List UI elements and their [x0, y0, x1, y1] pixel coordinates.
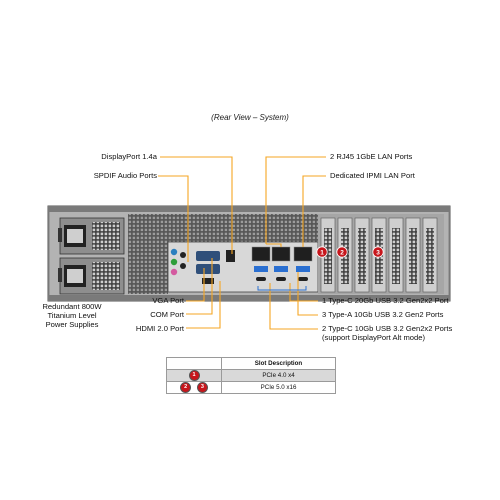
leader-rj45-b [266, 243, 282, 247]
leader-usbc10 [269, 283, 318, 330]
slot-table-badges: 1 [166, 369, 222, 382]
leader-spdif [158, 175, 189, 262]
slot-badge: 2 [180, 382, 192, 393]
table-row: 2 3 PCIe 5.0 x16 [166, 381, 336, 394]
slot-table-description: PCIe 5.0 x16 [221, 381, 336, 394]
leader-lines [158, 156, 326, 330]
leader-rj45 [265, 156, 326, 244]
spdif-port-2 [180, 263, 186, 269]
label-psu: Redundant 800W Titanium Level Power Supp… [42, 302, 102, 329]
label-usbc20: 1 Type-C 20Gb USB 3.2 Gen2x2 Port [322, 296, 449, 305]
slot-callout-3-text: 3 [376, 249, 380, 256]
label-vga: VGA Port [152, 296, 184, 305]
usb-bracket [257, 286, 307, 291]
slot-table-badges: 2 3 [166, 381, 222, 394]
hdmi-port [202, 278, 214, 284]
slot-table-header: Slot Description [221, 357, 336, 370]
io-shield [167, 241, 319, 293]
usb-c-20g-port [256, 277, 266, 281]
label-com: COM Port [150, 310, 184, 319]
slot-callout-1-text: 1 [320, 249, 324, 256]
usb-a-port-3 [296, 266, 310, 272]
leader-usba [297, 272, 318, 316]
audio-jack-blue [170, 248, 178, 256]
slot-callout-3: 3 [372, 246, 384, 258]
usb-a-port-2 [274, 266, 288, 272]
label-hdmi: HDMI 2.0 Port [135, 324, 184, 333]
leader-vga [186, 268, 205, 302]
audio-jack-pink [170, 268, 178, 276]
audio-jack-green [170, 258, 178, 266]
vent-grille-right [210, 214, 318, 242]
displayport [226, 250, 235, 262]
leader-displayport [160, 156, 233, 254]
label-usbc10: 2 Type-C 10Gb USB 3.2 Gen2x2 Ports (supp… [322, 324, 453, 342]
table-row: 1 PCIe 4.0 x4 [166, 369, 336, 382]
ipmi-port [293, 246, 313, 262]
rj45-port-1 [251, 246, 271, 262]
slot-table-description: PCIe 4.0 x4 [221, 369, 336, 382]
power-supply-units [58, 217, 125, 295]
leader-hdmi [186, 281, 221, 329]
label-spdif: SPDIF Audio Ports [93, 171, 157, 180]
slot-callout-2: 2 [336, 246, 348, 258]
label-displayport: DisplayPort 1.4a [101, 152, 157, 161]
slot-callout-2-text: 2 [340, 249, 344, 256]
vent-grille-left [128, 246, 168, 294]
slot-description-table: Slot Description 1 PCIe 4.0 x4 2 3 PCIe … [166, 357, 336, 394]
slot-badge: 1 [188, 370, 200, 381]
rj45-port-2 [271, 246, 291, 262]
label-usba10: 3 Type-A 10Gb USB 3.2 Gen2 Ports [322, 310, 444, 319]
com-port [196, 251, 220, 261]
usb-a-port-1 [254, 266, 268, 272]
vent-grille-top [128, 214, 210, 246]
usb-c-10g-port-1 [276, 277, 286, 281]
slot-table-header-row: Slot Description [166, 357, 336, 370]
leader-com [186, 258, 213, 315]
slot-table-header-blank [166, 357, 222, 370]
usb-c-10g-port-2 [298, 277, 308, 281]
vga-port [196, 264, 220, 274]
slot-badge: 3 [196, 382, 208, 393]
leader-usbc20 [289, 283, 318, 302]
label-ipmi: Dedicated IPMI LAN Port [330, 171, 415, 180]
leader-ipmi [302, 175, 326, 247]
view-caption: (Rear View – System) [211, 113, 289, 122]
label-rj45: 2 RJ45 1GbE LAN Ports [330, 152, 413, 161]
slot-callout-1: 1 [316, 246, 328, 258]
spdif-port [180, 252, 186, 258]
